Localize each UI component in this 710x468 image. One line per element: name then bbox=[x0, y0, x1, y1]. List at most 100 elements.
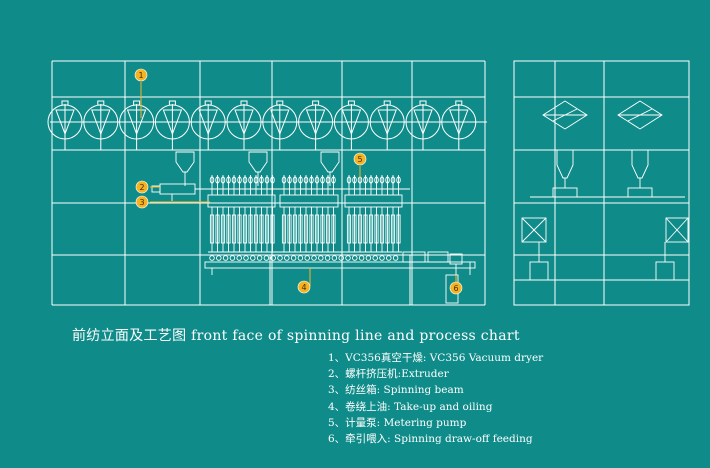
spinneret-tube bbox=[237, 214, 242, 244]
pump-head bbox=[215, 176, 220, 184]
spinneret-tube bbox=[309, 214, 314, 244]
spinneret-tube bbox=[292, 214, 298, 244]
take-up-roller bbox=[311, 255, 317, 261]
take-up-roller bbox=[284, 255, 290, 261]
pump-head bbox=[237, 176, 242, 184]
side-extruder bbox=[552, 187, 578, 198]
callout-marker-circle bbox=[353, 152, 367, 166]
cabinet-cross bbox=[665, 217, 689, 243]
take-up-roller bbox=[263, 255, 270, 261]
pump-head bbox=[264, 176, 270, 184]
callout-marker-label: 1 bbox=[138, 71, 143, 80]
side-cabinet bbox=[665, 217, 689, 243]
feed-hopper bbox=[248, 151, 268, 173]
spinneret-tube bbox=[215, 214, 220, 244]
side-winder bbox=[655, 261, 675, 281]
take-up-roller bbox=[243, 255, 249, 261]
cabinet-cross bbox=[521, 217, 547, 243]
callout-marker-label: 2 bbox=[139, 183, 144, 192]
legend-item: 3、纺丝箱: Spinning beam bbox=[328, 384, 464, 397]
pump-head bbox=[385, 176, 390, 184]
side-hopper bbox=[631, 149, 649, 179]
pump-head bbox=[368, 176, 374, 184]
dryer-hub bbox=[347, 100, 355, 106]
spinneret-tube bbox=[390, 214, 396, 244]
take-up-roller bbox=[270, 255, 276, 261]
spinneret-tube bbox=[248, 214, 253, 244]
dryer-hub bbox=[419, 100, 427, 106]
pump-head bbox=[253, 176, 259, 184]
spinneret-tube bbox=[303, 214, 309, 244]
legend-item: 6、牵引喂入: Spinning draw-off feeding bbox=[328, 433, 533, 446]
pump-head bbox=[352, 176, 357, 184]
pump-head bbox=[248, 176, 253, 184]
godet-box bbox=[427, 251, 449, 263]
spinneret-tube bbox=[253, 214, 259, 244]
callout-marker-circle bbox=[134, 68, 148, 82]
pump-head bbox=[242, 176, 248, 184]
dryer-hub bbox=[204, 100, 212, 106]
side-hopper bbox=[556, 149, 574, 179]
pump-head bbox=[379, 176, 385, 184]
take-up-roller bbox=[358, 255, 365, 261]
spinning-machinery bbox=[151, 151, 476, 304]
pump-head bbox=[314, 176, 320, 184]
dryer-hub bbox=[97, 100, 105, 106]
take-up-roller bbox=[304, 255, 310, 261]
take-up-roller bbox=[318, 255, 324, 261]
callout-marker-label: 6 bbox=[453, 284, 458, 293]
dryer-hub bbox=[168, 100, 176, 106]
spinneret-tube bbox=[314, 214, 320, 244]
spinneret-tube bbox=[209, 214, 215, 244]
spinneret-tube bbox=[396, 214, 401, 244]
pump-head bbox=[309, 176, 314, 184]
dryer-hub bbox=[312, 100, 320, 106]
take-up-roller bbox=[277, 255, 283, 261]
side-cabinet bbox=[521, 217, 547, 243]
dryer-hub bbox=[133, 100, 141, 106]
side-elevation-view bbox=[514, 100, 689, 281]
pump-head bbox=[346, 176, 352, 184]
side-winder bbox=[529, 261, 549, 281]
callout-marker-circle bbox=[449, 281, 463, 295]
dryer-hub bbox=[61, 100, 69, 106]
dryer-hub bbox=[383, 100, 391, 106]
diagram-caption: 前纺立面及工艺图 front face of spinning line and… bbox=[72, 328, 520, 344]
feed-hopper bbox=[320, 151, 340, 173]
spinning-beam bbox=[279, 194, 339, 208]
legend-item: 4、卷绕上油: Take-up and oiling bbox=[328, 400, 493, 413]
pump-head bbox=[396, 176, 401, 184]
extruder-motor bbox=[151, 185, 161, 193]
take-up-roller bbox=[229, 255, 236, 261]
side-frame bbox=[513, 60, 690, 306]
spinneret-tube bbox=[357, 214, 363, 244]
callout-marker-label: 3 bbox=[139, 198, 144, 207]
take-up-roller bbox=[372, 255, 378, 261]
pump-head bbox=[231, 176, 237, 184]
side-extruder bbox=[627, 187, 653, 198]
legend-list: 1、VC356真空干燥: VC356 Vacuum dryer 2、螺杆挤压机:… bbox=[328, 350, 543, 447]
take-up-roller bbox=[392, 255, 399, 261]
pump-head bbox=[281, 176, 287, 184]
spinning-beam bbox=[344, 194, 403, 208]
spinneret-tube bbox=[259, 214, 264, 244]
godet-box bbox=[402, 251, 426, 263]
spinneret-tube bbox=[385, 214, 390, 244]
take-up-roller bbox=[250, 255, 256, 261]
take-up-roller bbox=[352, 255, 358, 261]
take-up-roller bbox=[338, 255, 344, 261]
take-up-roller bbox=[209, 255, 215, 261]
take-up-roller bbox=[345, 255, 351, 261]
spinneret-tube bbox=[346, 214, 352, 244]
spinneret-tube bbox=[298, 214, 303, 244]
spinneret-tube bbox=[331, 214, 336, 244]
take-up-roller bbox=[297, 255, 304, 261]
pump-head bbox=[298, 176, 303, 184]
spinneret-tube bbox=[264, 214, 270, 244]
callout-marker-label: 5 bbox=[357, 155, 362, 164]
spinneret-tube bbox=[320, 214, 325, 244]
side-dryer-brace bbox=[627, 108, 653, 122]
extruder-body bbox=[159, 183, 196, 195]
spinneret-tube bbox=[374, 214, 379, 244]
